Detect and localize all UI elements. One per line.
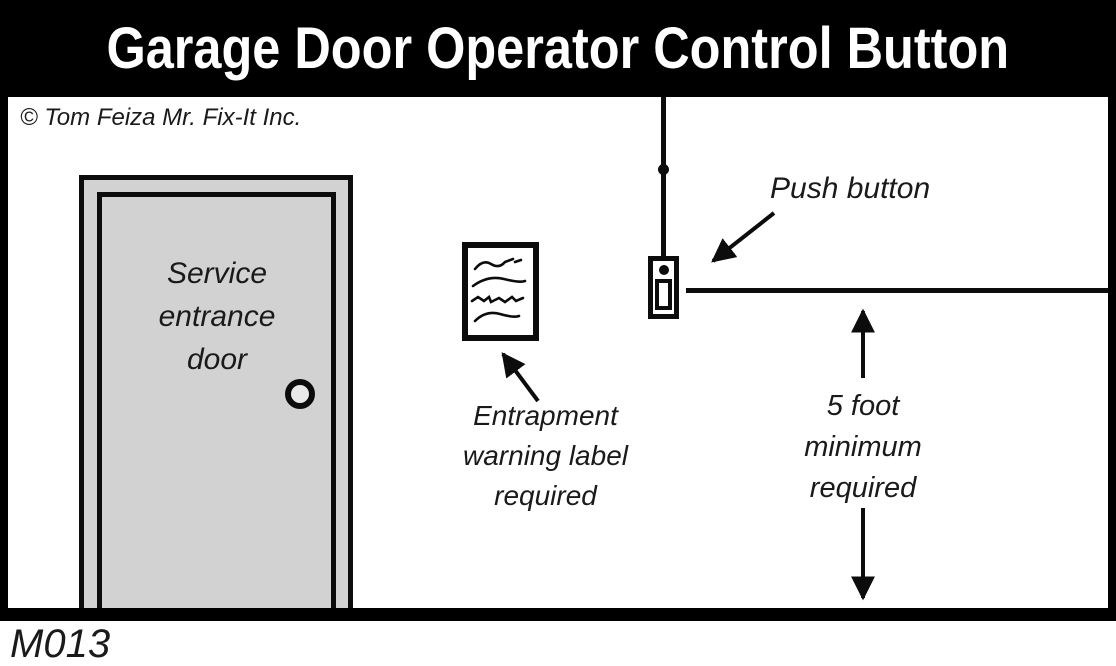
warning-label-squiggle-text [470, 257, 527, 323]
diagram-frame [0, 97, 1116, 621]
wire [661, 97, 666, 258]
title-band: Garage Door Operator Control Button [0, 0, 1116, 97]
door-label: Service entrance door [107, 252, 327, 381]
clearance-caption-line: required [809, 472, 917, 504]
door-label-line: Service [166, 257, 268, 290]
warning-label-icon [462, 242, 539, 341]
warning-caption-line: warning label [463, 440, 628, 471]
push-button-slot [655, 279, 672, 310]
clearance-caption: 5 foot minimum required [790, 386, 936, 509]
warning-caption-line: Entrapment [473, 400, 618, 431]
door-label-line: door [186, 343, 248, 376]
warning-caption-line: required [494, 480, 597, 511]
copyright-text: © Tom Feiza Mr. Fix-It Inc. [20, 104, 302, 131]
clearance-caption-line: 5 foot [826, 390, 900, 422]
door-label-line: entrance [158, 300, 276, 333]
warning-label-caption: Entrapment warning label required [443, 396, 648, 516]
push-button-icon [648, 256, 679, 319]
mounting-height-line [686, 288, 1108, 293]
doorknob-icon [285, 379, 315, 409]
wire-junction-dot [658, 164, 669, 175]
push-button-caption: Push button [770, 172, 931, 205]
diagram-title: Garage Door Operator Control Button [106, 16, 1010, 81]
clearance-caption-line: minimum [804, 431, 922, 463]
push-button-dot [658, 265, 669, 275]
diagram-id: M013 [10, 622, 111, 666]
